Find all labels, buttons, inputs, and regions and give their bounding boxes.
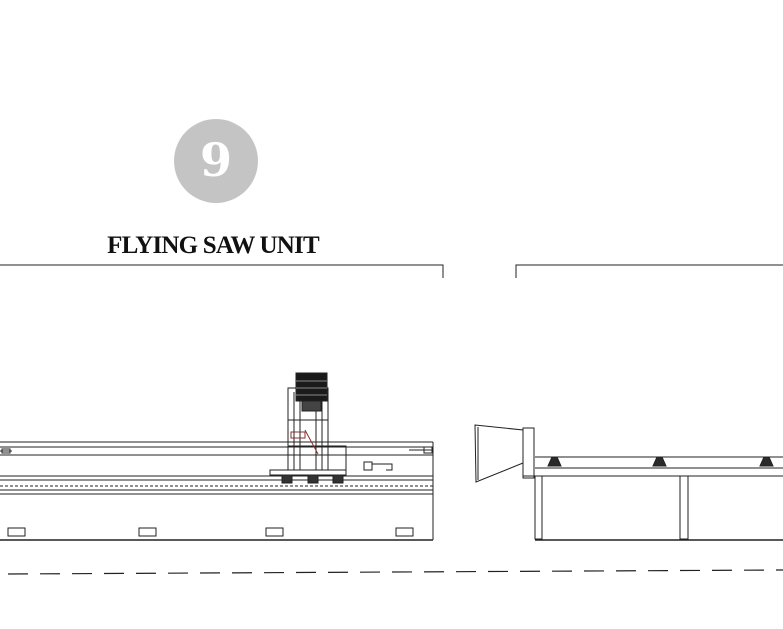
centre-line	[7, 569, 783, 575]
flying-saw-bracket	[0, 264, 444, 278]
next-section-bracket	[515, 264, 783, 278]
step-number: 9	[199, 133, 232, 187]
base-slots	[7, 527, 414, 537]
carriage-wheels	[281, 474, 344, 484]
discharge-chute	[474, 424, 535, 483]
saw-motor	[295, 372, 328, 412]
section-title: FLYING SAW UNIT	[107, 232, 319, 259]
saw-base-frame	[0, 441, 434, 541]
run-out-table	[534, 456, 783, 541]
step-number-badge: 9	[174, 119, 258, 203]
table-rollers	[547, 456, 774, 467]
saw-carriage	[269, 387, 393, 484]
